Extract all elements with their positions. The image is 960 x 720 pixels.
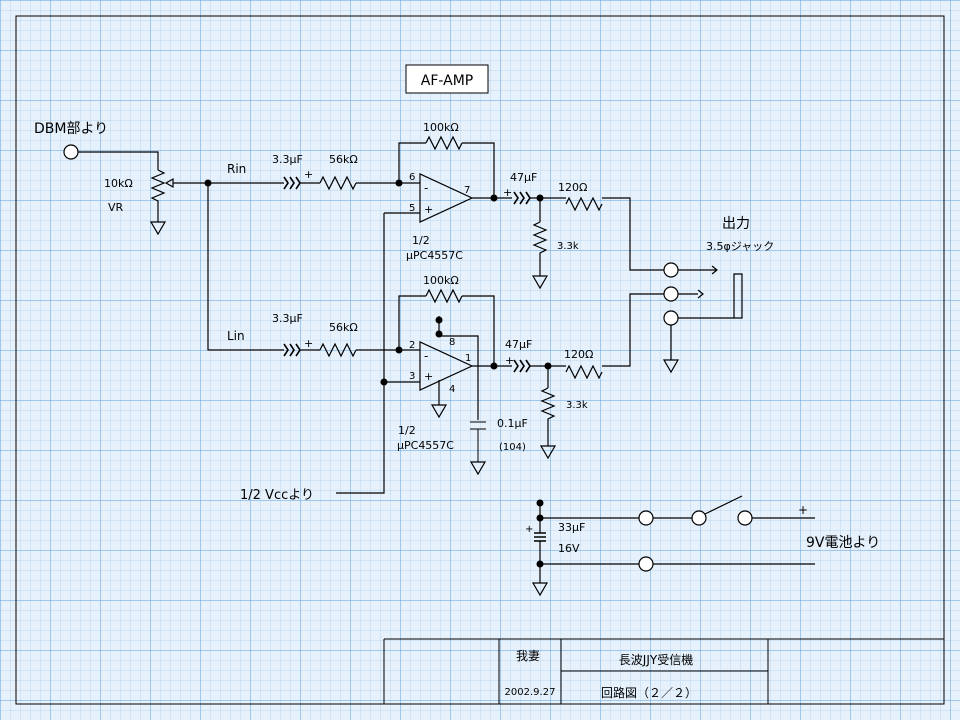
svg-text:+: +	[304, 337, 313, 350]
diagram-title: AF-AMP	[421, 73, 473, 89]
upper-rin-value: 56kΩ	[329, 153, 358, 166]
sheet-label: 回路図（２／２）	[601, 685, 697, 700]
upper-pin-minus: 6	[409, 172, 415, 183]
svg-text:-: -	[424, 349, 428, 363]
lower-cap-out-value: 47μF	[505, 338, 532, 351]
upper-pin-plus: 5	[409, 203, 415, 214]
junction-dot	[380, 378, 388, 386]
power-switch	[704, 495, 743, 515]
svg-text:+: +	[525, 524, 533, 535]
output-title: 出力	[722, 216, 750, 232]
power-section: + 33μF 16V + 9V電池より	[525, 495, 880, 597]
junction-dot	[435, 330, 443, 338]
lower-rout-value: 120Ω	[564, 348, 593, 361]
junction-dot	[536, 560, 544, 568]
title-box: AF-AMP	[405, 64, 489, 94]
svg-text:+: +	[798, 503, 808, 517]
lower-cap-in-value: 3.3μF	[272, 312, 303, 325]
power-cap-voltage: 16V	[558, 542, 580, 555]
dbm-input-terminal	[63, 144, 79, 160]
lower-ic-fraction: 1/2	[398, 424, 416, 437]
lower-rin-value: 56kΩ	[329, 321, 358, 334]
lower-opamp	[419, 341, 474, 391]
upper-rfb-value: 100kΩ	[423, 121, 459, 134]
lower-input-resistor	[319, 342, 357, 358]
lower-bypass-capacitor	[470, 421, 486, 462]
upper-output-resistor	[565, 196, 603, 212]
power-source-label: 9V電池より	[806, 535, 880, 551]
input-section: DBM部より 10kΩ VR Rin Lin	[34, 121, 284, 351]
rin-label: Rin	[227, 162, 246, 176]
svg-text:+: +	[503, 186, 512, 199]
svg-text:+: +	[505, 354, 514, 367]
upper-rout-value: 120Ω	[558, 181, 587, 194]
upper-cap-out-value: 47μF	[510, 171, 537, 184]
dbm-input-label: DBM部より	[34, 121, 108, 137]
vcc-input-label: 1/2 Vccより	[240, 488, 314, 503]
sheet-border	[15, 15, 945, 705]
upper-opamp	[419, 173, 474, 223]
upper-input-resistor	[319, 175, 357, 191]
junction-dot	[536, 514, 544, 522]
svg-text:-: -	[424, 181, 428, 195]
output-jack: 出力 3.5φジャック	[662, 216, 774, 374]
upper-pin-out: 7	[464, 185, 470, 196]
lower-pin-vcc: 8	[449, 337, 455, 348]
vr-name: VR	[108, 201, 124, 214]
upper-feedback-resistor	[425, 135, 463, 151]
title-block: 我妻 2002.9.27 長波JJY受信機 回路図（２／２）	[383, 638, 944, 704]
junction-dot	[490, 362, 498, 370]
author: 我妻	[516, 649, 540, 663]
project-name: 長波JJY受信機	[619, 652, 693, 667]
svg-text:+: +	[424, 370, 433, 383]
upper-cap-in-value: 3.3μF	[272, 153, 303, 166]
upper-cap-in-plus: +	[304, 168, 313, 181]
output-jack-label: 3.5φジャック	[706, 240, 774, 253]
power-cap-value: 33μF	[558, 521, 585, 534]
lower-output-resistor	[565, 364, 603, 380]
lower-load-resistor	[540, 387, 556, 446]
lower-pin-plus: 3	[409, 371, 415, 382]
lower-pin-out: 1	[465, 353, 471, 364]
lower-feedback-resistor	[425, 288, 463, 304]
lower-rfb-value: 100kΩ	[423, 274, 459, 287]
lower-rload-value: 3.3k	[566, 400, 588, 411]
upper-rload-value: 3.3k	[557, 241, 579, 252]
lin-label: Lin	[227, 329, 245, 343]
upper-load-resistor	[532, 221, 548, 276]
lower-bypass-cap-code: (104)	[499, 442, 526, 453]
lower-ic-name: μPC4557C	[397, 439, 454, 452]
svg-text:+: +	[424, 203, 433, 216]
upper-channel: 3.3μF + 56kΩ 100kΩ - + 6 5 7 1/2 μPC4557…	[208, 121, 664, 290]
junction-dot	[435, 316, 443, 324]
lower-pin-minus: 2	[409, 340, 415, 351]
upper-ic-name: μPC4557C	[406, 249, 463, 262]
lower-channel: 3.3μF + 56kΩ 100kΩ - + 2 3 1 8 4 0.1μF (…	[240, 213, 664, 503]
vr-value: 10kΩ	[104, 177, 133, 190]
upper-ic-fraction: 1/2	[412, 234, 430, 247]
junction-dot	[490, 194, 498, 202]
date: 2002.9.27	[505, 687, 556, 698]
lower-bypass-cap-value: 0.1μF	[497, 417, 528, 430]
lower-pin-gnd: 4	[449, 384, 455, 395]
